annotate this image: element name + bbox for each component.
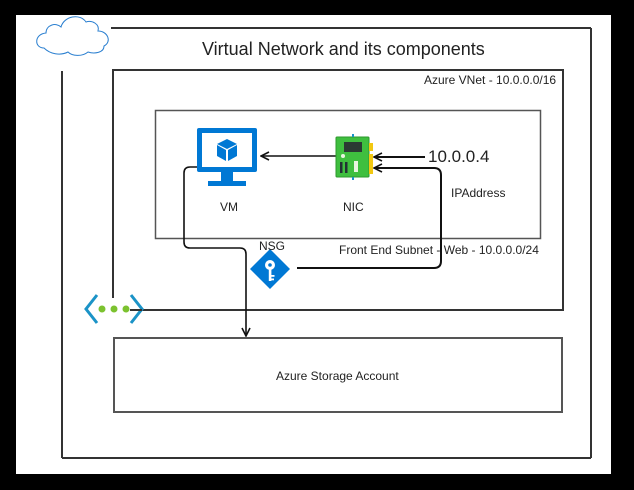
ip-address-label: IPAddress	[451, 186, 506, 200]
nic-label: NIC	[343, 200, 364, 214]
virtual-network-icon	[84, 294, 144, 324]
subnet-container	[154, 109, 542, 240]
vm-label: VM	[220, 200, 238, 214]
diagram-svg	[36, 16, 592, 459]
ip-address-value: 10.0.0.4	[428, 147, 490, 166]
edge-vm-to-storage	[183, 166, 246, 336]
storage-label: Azure Storage Account	[276, 369, 399, 383]
subnet-label: Front End Subnet - Web - 10.0.0.0/24	[339, 243, 539, 257]
virtual-machine-icon	[197, 128, 257, 186]
cloud-icon	[36, 16, 109, 56]
diagram-canvas: Virtual Network and its components Azure…	[16, 15, 611, 474]
vnet-label: Azure VNet - 10.0.0.0/16	[424, 73, 557, 87]
nsg-label: NSG	[259, 239, 286, 253]
network-security-group-icon	[250, 249, 290, 289]
outer-container	[61, 27, 592, 459]
diagram-title: Virtual Network and its components	[202, 39, 485, 59]
edge-nsg-to-nic	[297, 168, 442, 269]
storage-container	[113, 337, 563, 413]
network-interface-icon	[335, 134, 373, 180]
